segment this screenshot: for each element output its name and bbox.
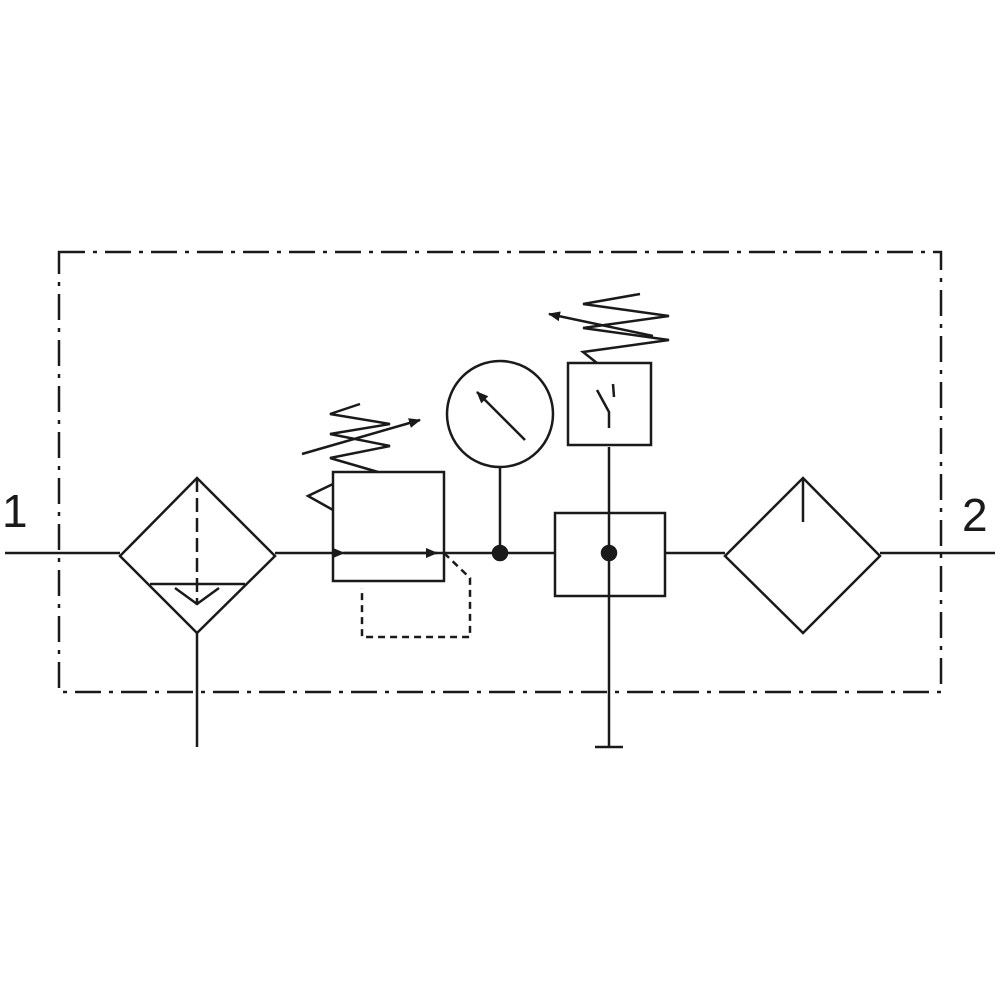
regulator-pilot-line: [362, 553, 470, 637]
fine-filter-icon: [725, 478, 880, 633]
regulator-spring-icon: [330, 404, 390, 472]
filter-water-separator-icon: [120, 478, 275, 747]
valve-junction-dot: [602, 546, 616, 560]
pressure-gauge-icon: [447, 361, 553, 553]
pressure-switch-icon: [548, 294, 669, 445]
switch-adjust-arrow-icon: [548, 311, 653, 336]
port-2-label: 2: [962, 489, 988, 541]
switch-spring-icon: [583, 294, 669, 363]
port-1-label: 1: [2, 485, 28, 537]
regulator-adjust-arrow-icon: [302, 418, 421, 454]
pressure-regulator-icon: [302, 404, 470, 637]
shutoff-valve-icon: [555, 447, 665, 747]
unit-enclosure-boundary: [59, 252, 941, 692]
